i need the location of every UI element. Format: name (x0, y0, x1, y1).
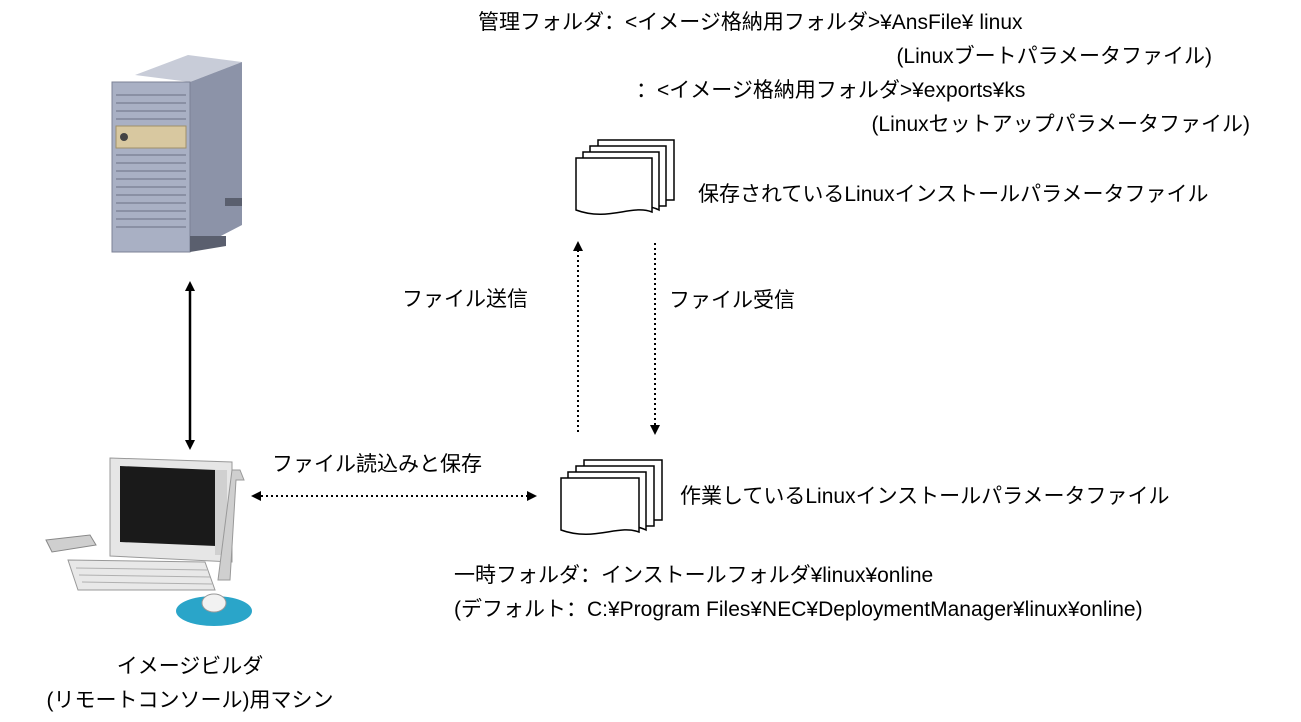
management-folder-line4: (Linuxセットアップパラメータファイル) (871, 113, 1250, 136)
pc-icon (45, 457, 252, 626)
temp-folder-line2: (デフォルト：C:¥Program Files¥NEC¥DeploymentMa… (454, 598, 1143, 621)
saved-file-label: 保存されているLinuxインストールパラメータファイル (698, 183, 1209, 206)
management-folder-line2: (Linuxブートパラメータファイル) (896, 45, 1212, 68)
temp-folder-line1: 一時フォルダ：インストールフォルダ¥linux¥online (454, 564, 934, 587)
saved-file-stack-icon (575, 139, 675, 215)
working-file-stack-icon (560, 459, 663, 535)
management-folder-line3: ：<イメージ格納用フォルダ>¥exports¥ks (636, 79, 1026, 102)
management-folder-line1: 管理フォルダ：<イメージ格納用フォルダ>¥AnsFile¥ linux (478, 11, 1023, 34)
read-save-label: ファイル読込みと保存 (272, 453, 482, 476)
server-icon (111, 55, 242, 253)
machine-label-line2: (リモートコンソール)用マシン (46, 689, 334, 712)
receive-label: ファイル受信 (669, 289, 795, 312)
send-label: ファイル送信 (402, 288, 528, 311)
machine-label-line1: イメージビルダ (116, 655, 264, 678)
working-file-label: 作業しているLinuxインストールパラメータファイル (680, 485, 1170, 508)
